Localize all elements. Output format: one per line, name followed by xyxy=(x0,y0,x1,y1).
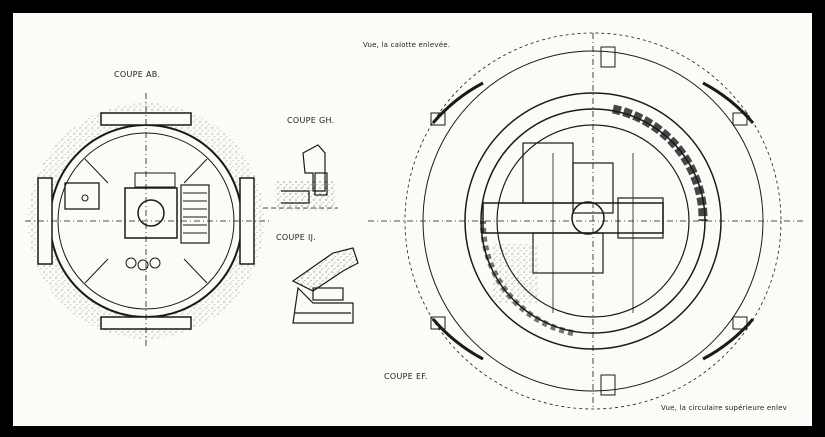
coupe-gh-section xyxy=(263,144,338,211)
coupe-ij-label: COUPE IJ. xyxy=(276,233,317,242)
turret-plan-drawing xyxy=(25,32,803,410)
coupe-ef-plan xyxy=(368,32,803,410)
coupe-ab-section xyxy=(25,93,271,349)
vue-circulaire-label: Vue, la circulaire supérieure enlev xyxy=(661,404,787,412)
vue-calotte-label: Vue, la calotte enlevée. xyxy=(363,41,451,49)
coupe-ij-section xyxy=(291,247,359,324)
coupe-ab-label: COUPE AB. xyxy=(114,70,161,79)
coupe-ef-label: COUPE EF. xyxy=(384,372,428,381)
coupe-gh-label: COUPE GH. xyxy=(287,116,335,125)
technical-drawing-sheet: COUPE AB. COUPE GH. COUPE IJ. COUPE EF. … xyxy=(13,13,812,426)
